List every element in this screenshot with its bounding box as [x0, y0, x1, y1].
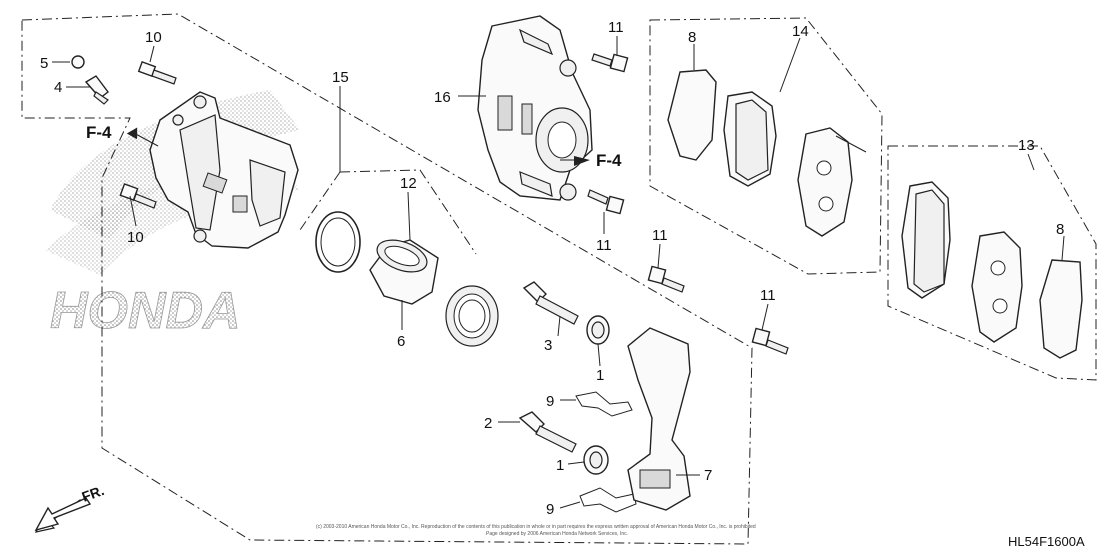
callout-1-lower: 1: [556, 457, 564, 474]
leader-lines: [52, 36, 1065, 509]
assembly-outline-12-left: [299, 171, 341, 231]
pad-spring-9-lower: [579, 487, 637, 513]
callout-4: 4: [54, 79, 62, 96]
pad-shim-8-lower: [1039, 259, 1083, 359]
callout-10-top: 10: [145, 29, 162, 46]
piston-seal: [315, 211, 361, 273]
bolt-11-lower: [587, 189, 625, 215]
brake-pad-14-inner: [723, 91, 777, 187]
callout-16: 16: [434, 89, 451, 106]
callout-6: 6: [397, 333, 405, 350]
callout-10-bottom: 10: [127, 229, 144, 246]
bleeder-cap: [71, 55, 85, 69]
assembly-outline-15: [21, 13, 753, 545]
pin-boot-1-lower: [583, 445, 609, 475]
pad-spring-9-upper: [575, 391, 633, 417]
brake-pad-13-outer: [971, 231, 1023, 343]
copyright-line-2: Page designed by 2006 American Honda Net…: [486, 531, 628, 537]
bleeder-screw: [84, 75, 109, 105]
callout-9-lower: 9: [546, 501, 554, 518]
pin-boot-1-upper: [586, 315, 610, 345]
callout-5: 5: [40, 55, 48, 72]
caliper-assembly-16: [477, 15, 593, 201]
callout-2: 2: [484, 415, 492, 432]
slide-pin-2: [518, 411, 577, 453]
assembly-outline-13: [887, 145, 1097, 381]
callout-15: 15: [332, 69, 349, 86]
ref-arrow-center: [560, 156, 590, 166]
diagram-code: HL54F1600A: [1008, 534, 1085, 549]
callout-9-upper: 9: [546, 393, 554, 410]
callout-8-upper: 8: [688, 29, 696, 46]
brake-pad-13-inner: [901, 181, 951, 299]
callout-8-lower: 8: [1056, 221, 1064, 238]
bolt-10-top: [137, 61, 177, 85]
assembly-outline-12: [339, 169, 477, 255]
callout-11-upper: 11: [608, 19, 624, 36]
assembly-outline-14: [649, 17, 883, 275]
caliper-body-left: [149, 91, 299, 249]
copyright-line-1: (c) 2003-2010 American Honda Motor Co., …: [316, 524, 756, 530]
bolt-10-bottom: [119, 183, 157, 209]
front-direction-label: FR.: [80, 482, 107, 505]
bolt-11-bracket-lower: [751, 327, 789, 355]
honda-logotype: HONDA: [50, 282, 241, 340]
callout-13: 13: [1018, 137, 1035, 154]
front-direction-arrow: [34, 497, 92, 533]
callout-14: 14: [792, 23, 809, 40]
callout-3: 3: [544, 337, 552, 354]
pad-shim-8-upper: [667, 69, 717, 161]
callout-11-lower: 11: [596, 237, 612, 254]
callout-1-upper: 1: [596, 367, 604, 384]
callout-7: 7: [704, 467, 712, 484]
dust-boot: [445, 285, 499, 347]
callout-11-bracket-lower: 11: [760, 287, 776, 304]
callout-12: 12: [400, 175, 417, 192]
bolt-11-bracket-upper: [647, 265, 685, 293]
caliper-piston: [369, 239, 439, 305]
ref-arrow-left: [126, 127, 159, 147]
brake-pad-14-outer: [797, 127, 867, 237]
ref-label-center: F-4: [596, 151, 622, 170]
ref-label-left: F-4: [86, 123, 112, 142]
callout-11-bracket-upper: 11: [652, 227, 668, 244]
bolt-11-upper: [591, 53, 629, 73]
slide-pin-3: [522, 281, 579, 325]
caliper-bracket-7: [627, 327, 691, 511]
